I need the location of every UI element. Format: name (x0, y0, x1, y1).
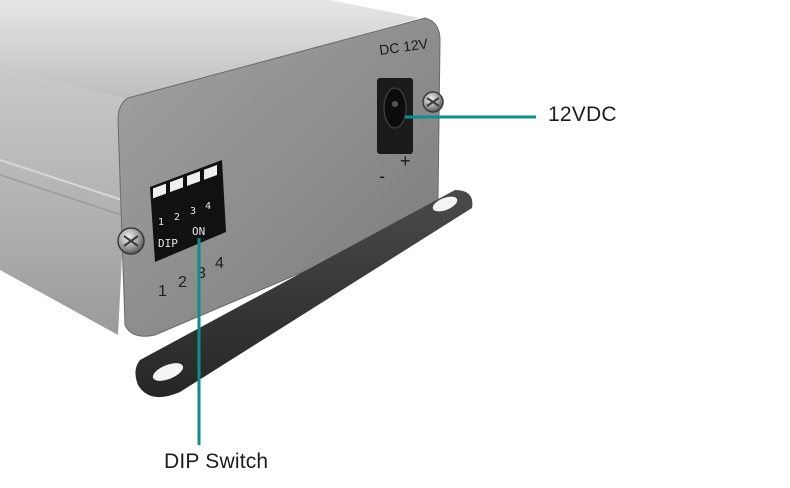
callout-dip-switch-label: DIP Switch (164, 450, 269, 473)
dip-bottom-2: 2 (178, 274, 187, 291)
polarity-minus: - (379, 166, 385, 186)
polarity-plus: + (400, 151, 411, 171)
dip-knob-1 (153, 183, 166, 199)
dip-knob-4 (204, 165, 217, 180)
bracket-hole-right (432, 196, 458, 212)
housing-top (0, 0, 420, 100)
dip-top-4: 4 (205, 201, 211, 212)
callout-12vdc-label: 12VDC (548, 103, 617, 126)
power-marking: DC 12V (378, 35, 429, 58)
dip-top-2: 2 (174, 212, 180, 223)
dip-bottom-3: 3 (197, 265, 206, 282)
dip-bottom-4: 4 (215, 255, 224, 272)
dip-knob-2 (170, 177, 183, 193)
dip-text-right: ON (192, 225, 205, 238)
dip-text-left: DIP (158, 237, 178, 250)
dip-bottom-1: 1 (158, 283, 167, 300)
dip-top-3: 3 (190, 206, 196, 217)
dip-knob-3 (187, 171, 200, 186)
dip-numbers-bottom: 1 2 3 4 (158, 255, 224, 300)
bracket-hole-left (152, 363, 184, 381)
housing-side (0, 70, 130, 335)
dip-numbers-top: 1 2 3 4 (158, 201, 211, 228)
dip-top-1: 1 (158, 217, 164, 228)
mounting-bracket (135, 190, 473, 398)
dip-switch-block (150, 160, 226, 262)
